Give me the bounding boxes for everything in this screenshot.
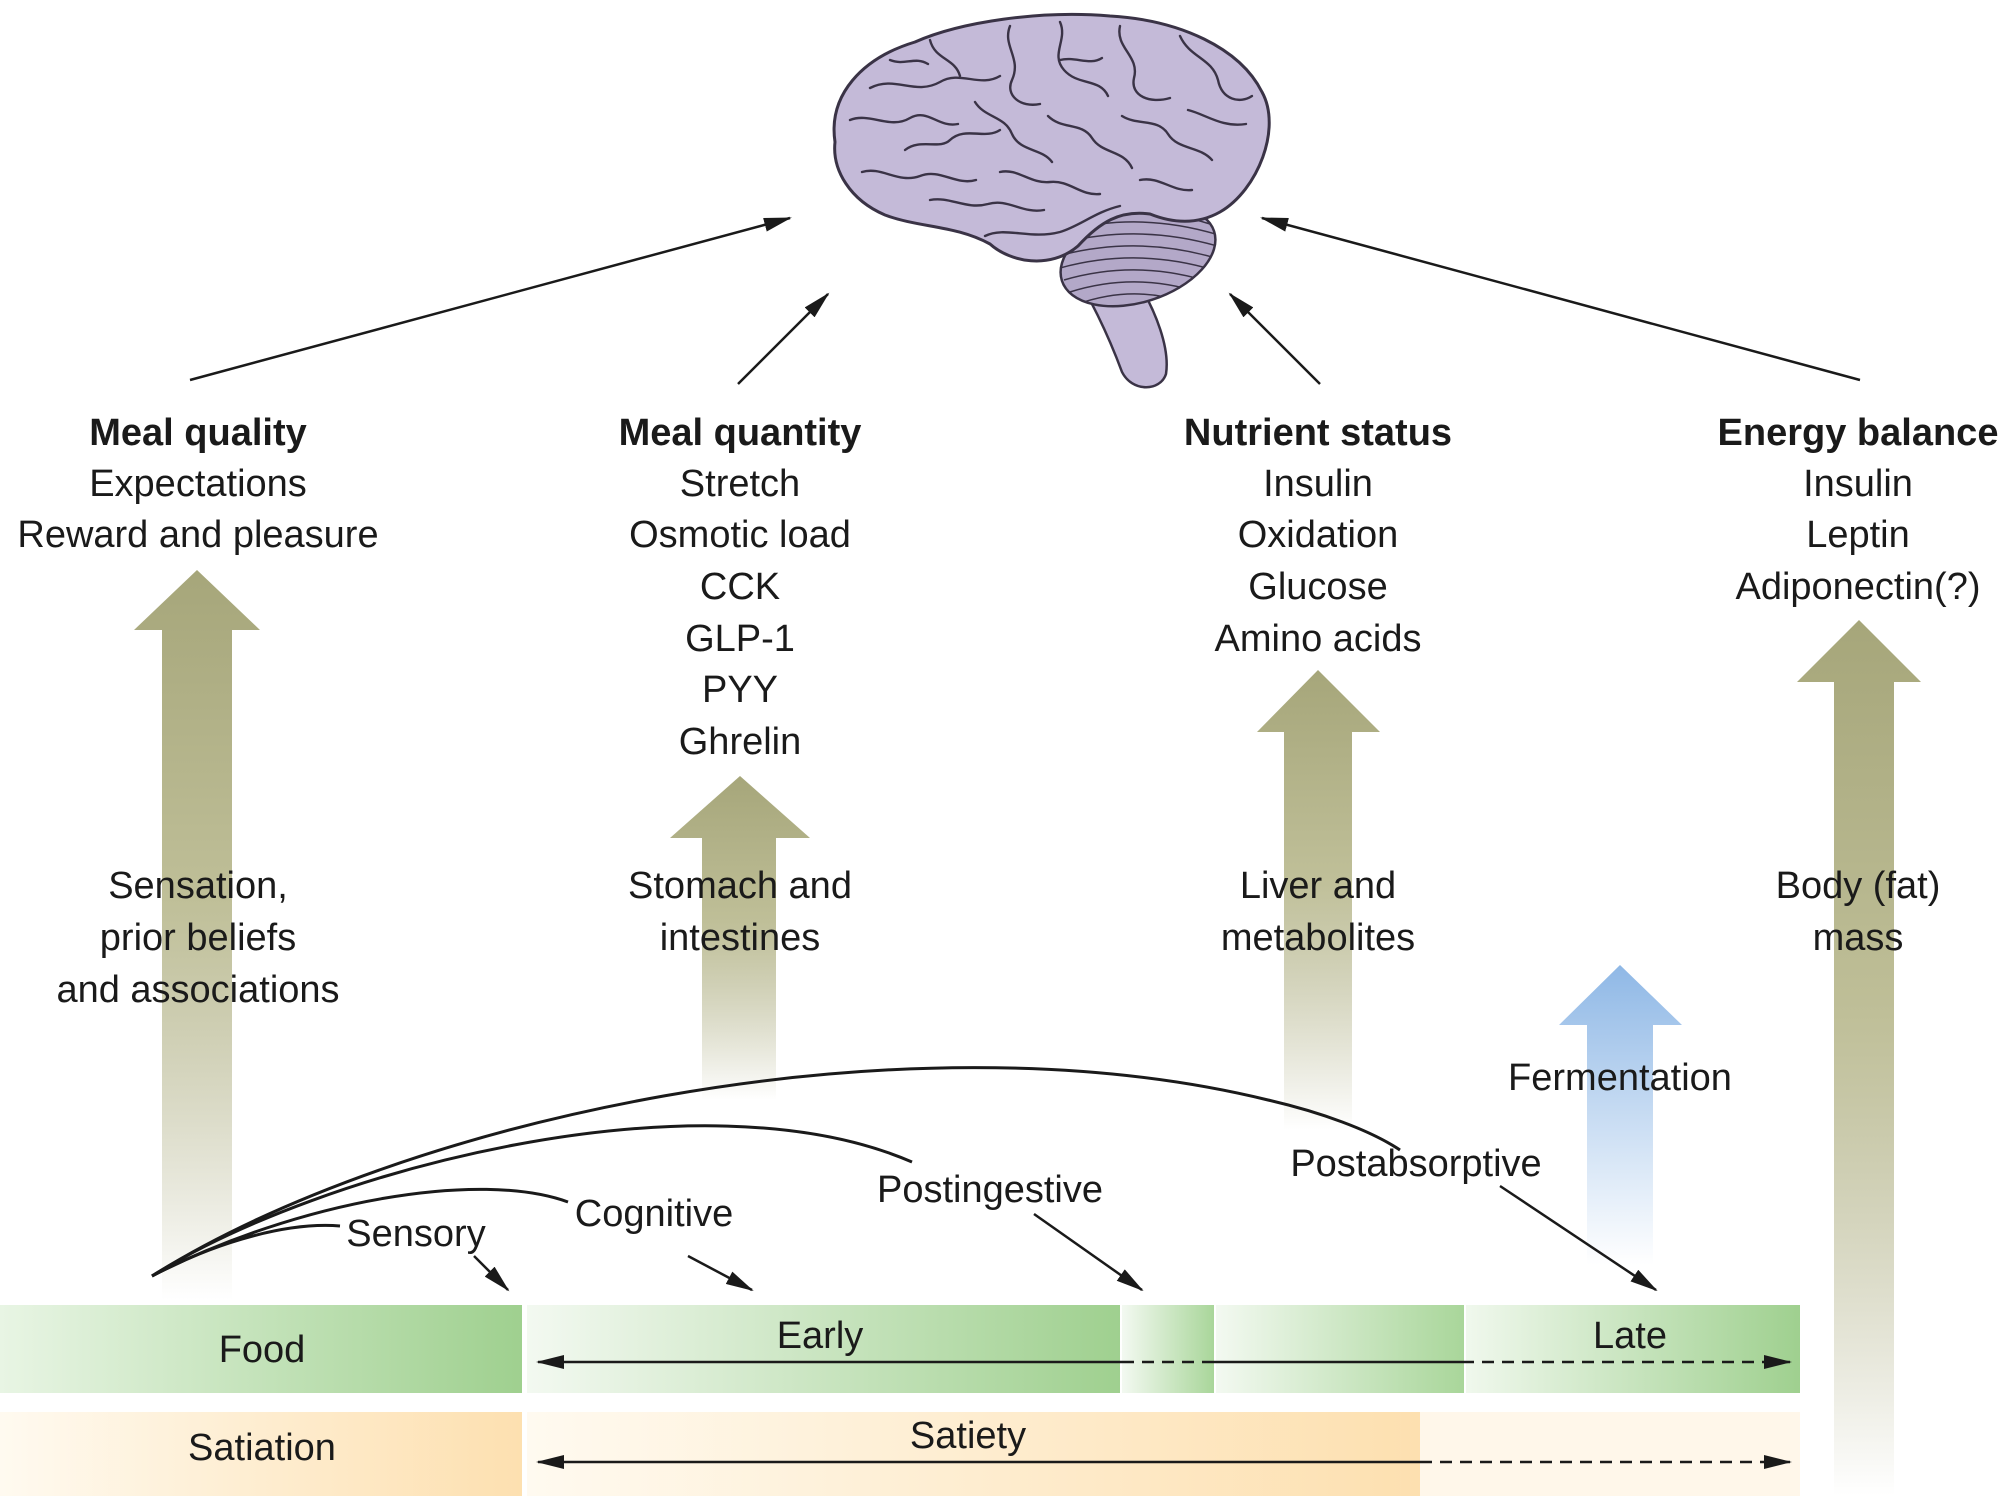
meal-quantity-arrow bbox=[670, 776, 810, 1100]
postabsorptive-label: Postabsorptive bbox=[1290, 1143, 1541, 1185]
arrow-sensory bbox=[473, 1255, 510, 1292]
nutrient-status-item: Amino acids bbox=[1215, 618, 1422, 660]
arrow-postingestive bbox=[1033, 1212, 1144, 1292]
energy-balance-item: Adiponectin(?) bbox=[1735, 566, 1980, 608]
mid-band bbox=[1122, 1305, 1214, 1393]
meal-quality-source: and associations bbox=[56, 969, 339, 1011]
meal-quantity-source: Stomach and bbox=[628, 865, 852, 907]
meal-quality-arrow bbox=[134, 570, 260, 1300]
phase-curves bbox=[151, 1066, 1401, 1278]
arrow-postabsorptive bbox=[1499, 1184, 1658, 1292]
curve-postabsorptive bbox=[151, 1066, 1401, 1278]
postingestive-label: Postingestive bbox=[877, 1169, 1103, 1211]
nutrient-status-source: metabolites bbox=[1221, 917, 1415, 959]
nutrient-status-item: Oxidation bbox=[1238, 514, 1399, 556]
energy-balance-arrow bbox=[1797, 620, 1921, 1496]
mid-band-2 bbox=[1216, 1305, 1464, 1393]
nutrient-status-item: Insulin bbox=[1263, 463, 1373, 505]
meal-quantity-item: GLP-1 bbox=[685, 618, 795, 660]
satiation-label: Satiation bbox=[188, 1427, 336, 1469]
brain-folds bbox=[848, 20, 1254, 238]
meal-quality-item: Reward and pleasure bbox=[17, 514, 378, 556]
meal-quality-item: Expectations bbox=[89, 463, 307, 505]
late-label: Late bbox=[1593, 1315, 1667, 1357]
timeline-bands bbox=[0, 1305, 1800, 1496]
fermentation-label: Fermentation bbox=[1508, 1057, 1732, 1099]
curve-sensory bbox=[151, 1223, 341, 1278]
satiation-band bbox=[0, 1412, 522, 1496]
phase-arrows bbox=[473, 1184, 1658, 1292]
energy-balance-source: mass bbox=[1813, 917, 1904, 959]
food-label: Food bbox=[219, 1329, 306, 1371]
sensory-label: Sensory bbox=[346, 1213, 485, 1255]
meal-quantity-item: PYY bbox=[702, 669, 778, 711]
nutrient-status-heading: Nutrient status bbox=[1184, 412, 1452, 454]
early-band bbox=[527, 1305, 1120, 1393]
food-band bbox=[0, 1305, 522, 1393]
satiety-band-tail bbox=[1420, 1412, 1800, 1496]
timeline-labels: Food Early Late Satiation Satiety bbox=[188, 1315, 1667, 1469]
energy-balance-heading: Energy balance bbox=[1718, 412, 1999, 454]
signal-arrows bbox=[134, 570, 1921, 1496]
energy-balance-item: Leptin bbox=[1806, 514, 1910, 556]
early-label: Early bbox=[777, 1315, 864, 1357]
fermentation-arrow bbox=[1559, 965, 1682, 1265]
arrow-cognitive bbox=[687, 1254, 754, 1292]
energy-balance-item: Insulin bbox=[1803, 463, 1913, 505]
meal-quantity-item: Ghrelin bbox=[679, 721, 802, 763]
meal-quantity-source: intestines bbox=[660, 917, 821, 959]
brain-signal-arrows bbox=[189, 216, 1861, 385]
satiety-band bbox=[527, 1412, 1420, 1496]
arrow-meal-quantity-to-brain bbox=[737, 292, 830, 385]
arrow-energy-balance-to-brain bbox=[1260, 216, 1861, 382]
energy-balance-source: Body (fat) bbox=[1776, 865, 1941, 907]
meal-quantity-item: Osmotic load bbox=[629, 514, 851, 556]
meal-quantity-item: CCK bbox=[700, 566, 780, 608]
column-energy-balance: Energy balance Insulin Leptin Adiponecti… bbox=[1718, 412, 1999, 959]
column-meal-quantity: Meal quantity Stretch Osmotic load CCK G… bbox=[619, 412, 862, 959]
nutrient-status-source: Liver and bbox=[1240, 865, 1396, 907]
meal-quantity-heading: Meal quantity bbox=[619, 412, 862, 454]
late-band bbox=[1466, 1305, 1800, 1393]
arrow-nutrient-status-to-brain bbox=[1228, 292, 1321, 385]
nutrient-status-item: Glucose bbox=[1248, 566, 1387, 608]
column-nutrient-status: Nutrient status Insulin Oxidation Glucos… bbox=[1184, 412, 1452, 959]
arrow-meal-quality-to-brain bbox=[189, 216, 792, 382]
curve-postingestive bbox=[151, 1124, 913, 1278]
nutrient-status-arrow bbox=[1257, 670, 1380, 1130]
satiety-label: Satiety bbox=[910, 1415, 1026, 1457]
cognitive-label: Cognitive bbox=[575, 1193, 733, 1235]
meal-quantity-item: Stretch bbox=[680, 463, 800, 505]
brain-illustration bbox=[832, 12, 1271, 389]
meal-quality-source: prior beliefs bbox=[100, 917, 296, 959]
phase-labels: Sensory Cognitive Postingestive Postabso… bbox=[346, 1143, 1541, 1255]
timeline-arrows bbox=[536, 1355, 1792, 1469]
meal-quality-source: Sensation, bbox=[108, 865, 288, 907]
column-meal-quality: Meal quality Expectations Reward and ple… bbox=[17, 412, 378, 1011]
meal-quality-heading: Meal quality bbox=[89, 412, 307, 454]
